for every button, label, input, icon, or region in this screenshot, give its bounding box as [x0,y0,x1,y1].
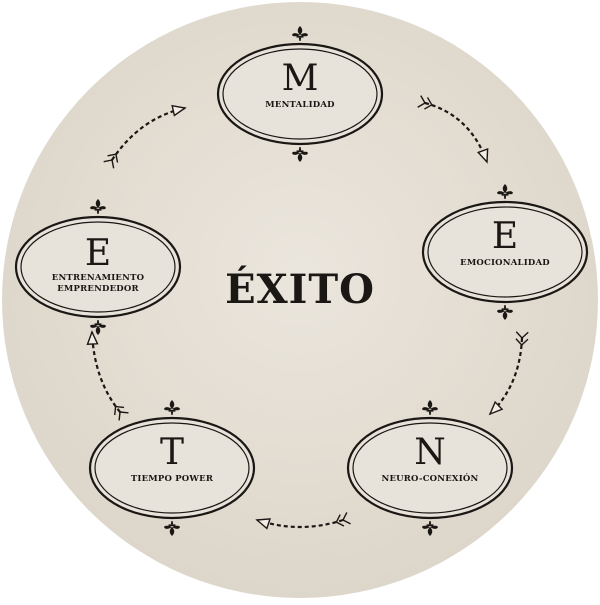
node-letter: N [414,432,446,473]
center-title: ÉXITO [225,266,375,313]
fletched-arrow-icon [103,104,187,169]
outer-oval [421,200,589,304]
cycle-nodes: MMENTALIDADEEMOCIONALIDADNNEURO-CONEXIÓN… [14,26,589,536]
node-letter: T [160,432,184,473]
fletched-arrow-icon [86,330,129,421]
outer-oval [346,416,514,520]
fletched-arrow-icon [417,95,489,164]
outer-oval [14,215,182,319]
node-label: NEURO-CONEXIÓN [382,472,479,484]
outer-oval [216,42,384,146]
fletched-arrow-icon [255,512,351,530]
node-label: MENTALIDAD [265,100,335,110]
fletched-arrow-icon [488,331,529,416]
inner-oval [352,422,508,514]
inner-oval [94,422,250,514]
node-label: EMPRENDEDOR [57,284,139,294]
node-label: TIEMPO POWER [131,474,214,484]
inner-oval [427,206,583,298]
cycle-arrows [86,95,529,530]
inner-oval [20,221,176,313]
node-letter: E [492,216,518,257]
node-letter: M [282,58,319,99]
inner-oval [222,48,378,140]
node-letter: E [85,233,111,274]
node-label: EMOCIONALIDAD [460,258,550,268]
outer-oval [88,416,256,520]
node-label: ENTRENAMIENTO [52,273,145,283]
